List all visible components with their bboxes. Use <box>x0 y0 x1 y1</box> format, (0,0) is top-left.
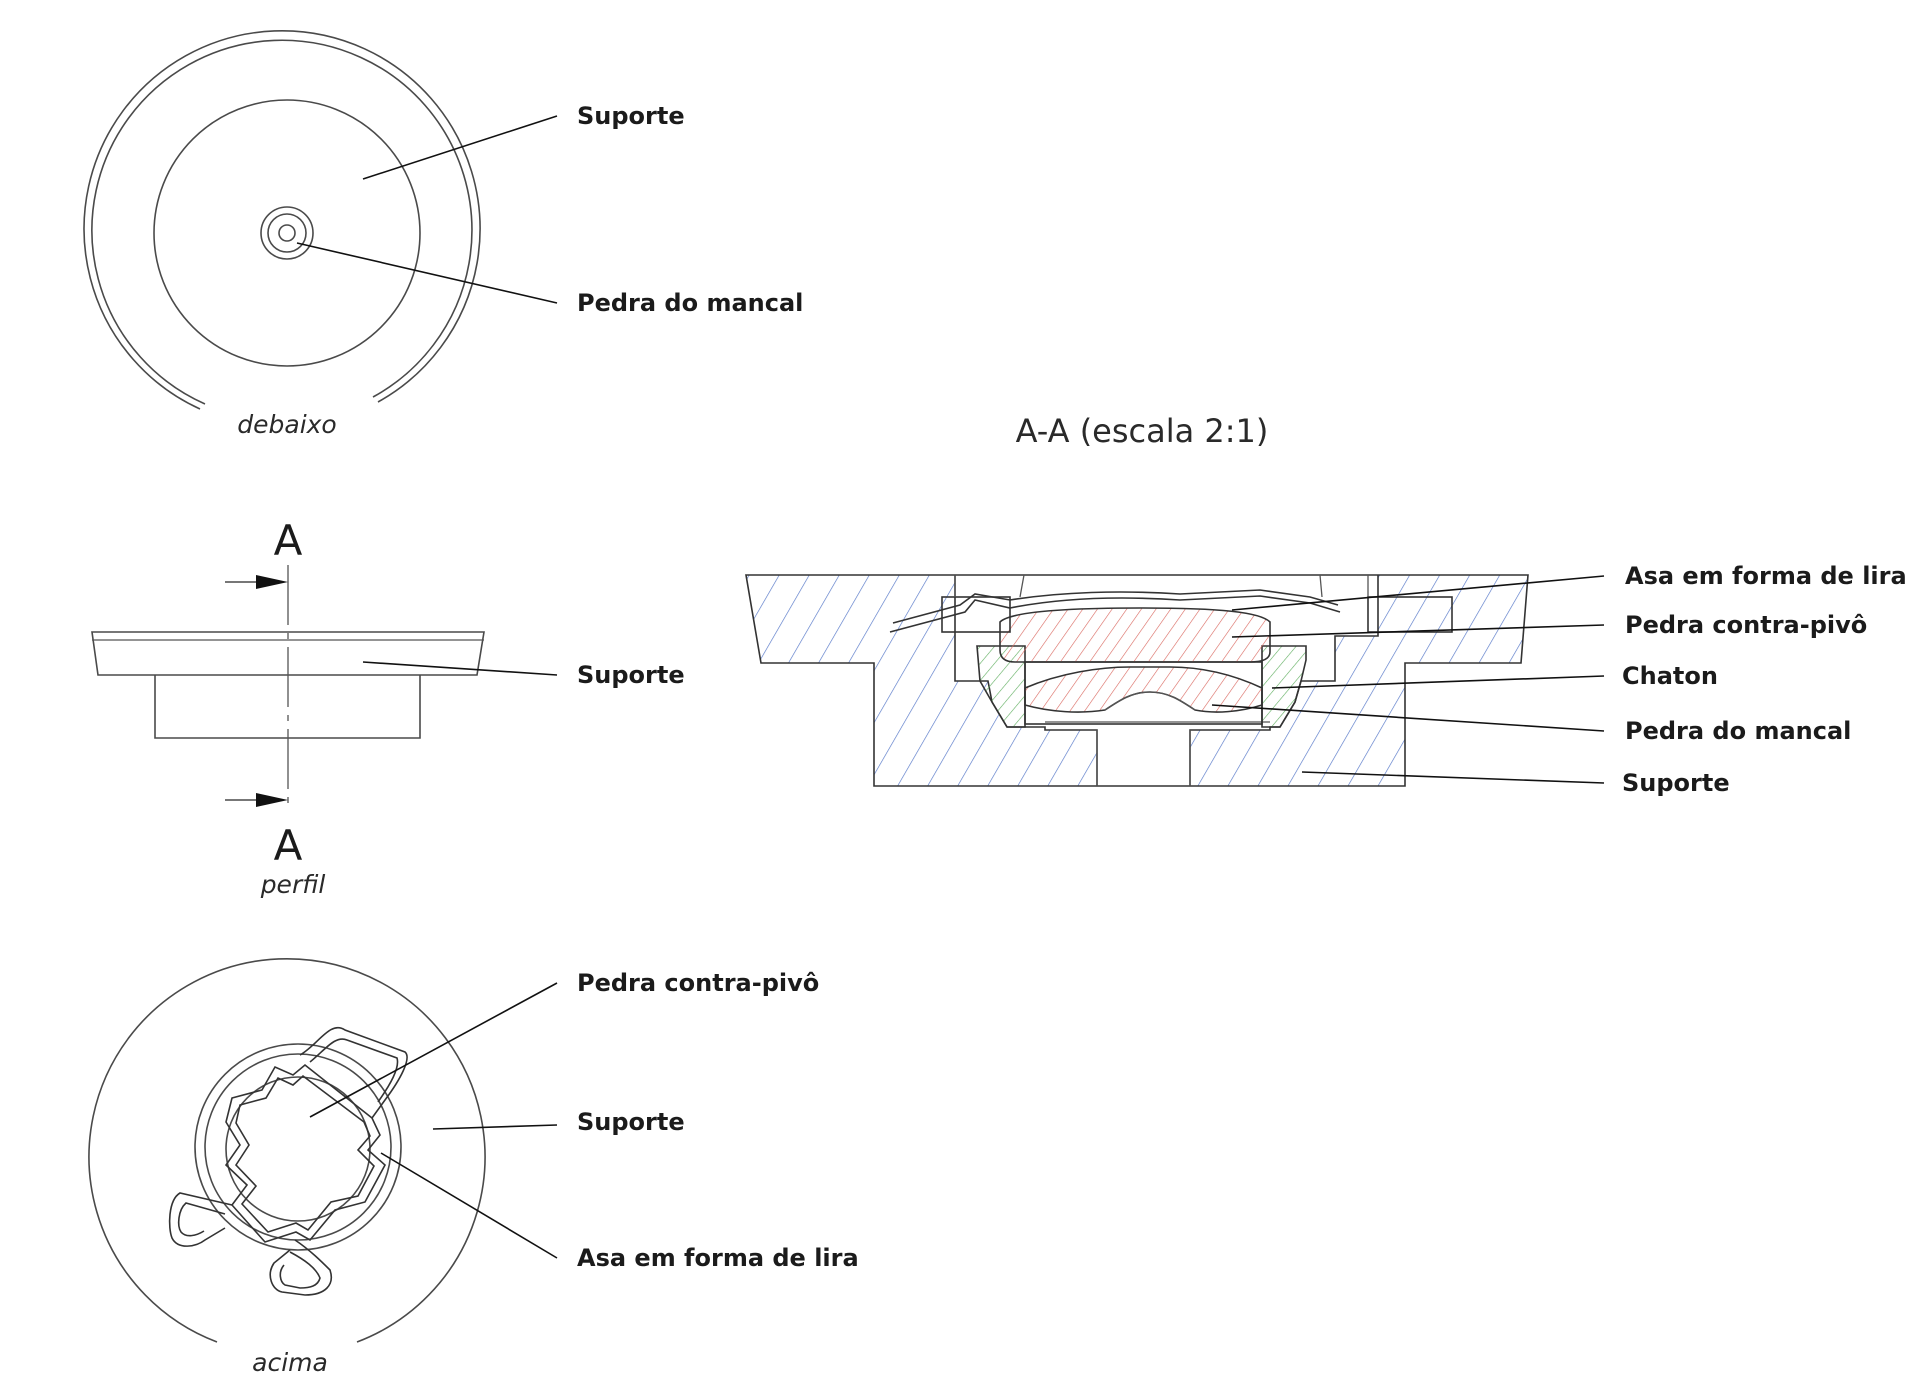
profile-flange <box>91 631 485 676</box>
top-lyre-spring-leader <box>380 1152 558 1259</box>
top-view: Pedra contra-pivô Suporte Asa em forma d… <box>88 957 859 1377</box>
top-lyre-spring-band <box>224 1063 387 1243</box>
section-marker-bottom: A <box>274 821 303 870</box>
bottom-jewel-leader <box>296 242 558 304</box>
section-bearing-jewel <box>1024 666 1263 713</box>
section-cap-jewel-label: Pedra contra-pivô <box>1625 611 1867 639</box>
section-support-leader <box>1301 771 1605 784</box>
top-lyre-spring-band-inner <box>234 1074 375 1233</box>
section-support-label: Suporte <box>1622 769 1730 797</box>
bottom-view: Suporte Pedra do mancal debaixo <box>83 30 803 439</box>
bottom-support-label: Suporte <box>577 102 685 130</box>
section-top-recess-left <box>954 574 1025 598</box>
top-outer-rim <box>88 957 486 1343</box>
section-arrow-bottom-head <box>256 793 288 807</box>
bottom-outer-rim-2 <box>91 39 473 405</box>
top-lyre-spring-lower-wing <box>269 1239 332 1296</box>
top-lyre-spring-upper-wing <box>299 1027 408 1119</box>
bottom-support-leader <box>362 115 558 180</box>
section-bearing-jewel-leader <box>1211 704 1605 732</box>
section-spring-block-left <box>941 596 1011 633</box>
section-chaton-label: Chaton <box>1622 662 1718 690</box>
bottom-support-face <box>153 99 421 367</box>
bottom-outer-rim-1 <box>83 30 481 410</box>
bottom-jewel-hole <box>278 224 296 242</box>
top-support-leader <box>432 1124 558 1130</box>
section-chaton-right <box>1261 645 1307 728</box>
bottom-view-caption: debaixo <box>237 410 336 439</box>
section-cap-jewel <box>999 607 1271 663</box>
top-view-caption: acima <box>252 1348 328 1377</box>
profile-support-label: Suporte <box>577 661 685 689</box>
section-chaton-leader <box>1271 675 1605 689</box>
section-bearing-jewel-label: Pedra do mancal <box>1625 717 1851 745</box>
profile-view-caption: perfil <box>260 870 326 899</box>
section-bearing-jewel-hole <box>1104 691 1196 711</box>
top-lyre-spring-label: Asa em forma de lira <box>577 1244 859 1272</box>
section-cap-jewel-leader <box>1231 624 1605 638</box>
top-support-label: Suporte <box>577 1108 685 1136</box>
top-cap-jewel <box>225 1076 371 1222</box>
top-chaton-inner <box>204 1053 392 1241</box>
top-chaton-outer <box>194 1043 402 1251</box>
section-top-recess-right <box>1319 574 1369 598</box>
bottom-jewel-outer <box>260 206 314 260</box>
section-lyre-spring-label: Asa em forma de lira <box>1625 562 1907 590</box>
section-arrow-top-head <box>256 575 288 589</box>
section-support-outline <box>745 574 1529 787</box>
section-marker-top: A <box>274 516 303 565</box>
top-lyre-spring-left-wing-inner <box>177 1202 226 1237</box>
section-title: A-A (escala 2:1) <box>1016 412 1269 450</box>
profile-support-leader <box>362 661 558 676</box>
section-lyre-spring-leader <box>1231 575 1605 611</box>
section-view: A-A (escala 2:1) <box>745 412 1907 797</box>
bottom-bearing-jewel-label: Pedra do mancal <box>577 289 803 317</box>
top-lyre-spring-upper-wing-inner <box>309 1038 399 1103</box>
profile-view: A A Suporte perfil <box>91 516 685 899</box>
top-lyre-spring-left-wing <box>168 1192 233 1247</box>
bottom-jewel-mid <box>267 213 307 253</box>
top-lyre-spring-lower-wing-inner <box>279 1251 321 1289</box>
top-cap-jewel-label: Pedra contra-pivô <box>577 969 819 997</box>
top-cap-jewel-leader <box>309 982 558 1118</box>
